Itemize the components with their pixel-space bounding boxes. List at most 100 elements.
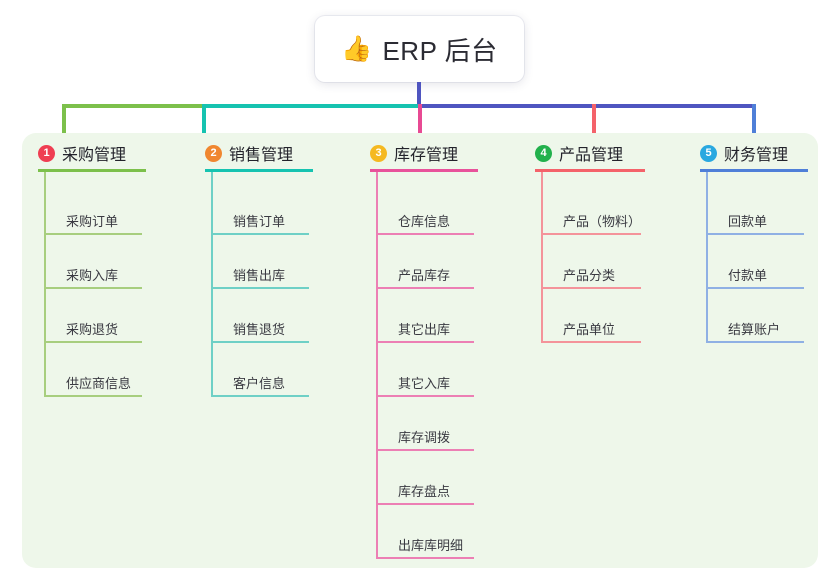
connector-drop-green <box>62 104 66 142</box>
leaf-node-underline <box>541 341 641 343</box>
root-node-content: 👍 ERP 后台 <box>341 31 497 68</box>
connector-bar-teal <box>202 104 418 108</box>
leaf-node[interactable]: 仓库信息 <box>376 189 474 235</box>
branch-underline-product <box>535 169 645 172</box>
leaf-node-label: 其它出库 <box>398 322 451 337</box>
branch-spine-finance <box>706 172 708 343</box>
branch-underline-finance <box>700 169 808 172</box>
leaf-node-label: 客户信息 <box>233 376 286 391</box>
branch-number-badge-finance: 5 <box>700 144 717 162</box>
leaf-node-label: 产品单位 <box>563 322 616 337</box>
connector-drop-teal <box>202 104 206 142</box>
leaf-node-label: 库存盘点 <box>398 484 451 499</box>
branch-title-finance: 财务管理 <box>724 147 789 164</box>
leaf-node-underline <box>376 449 474 451</box>
leaf-node-underline <box>376 503 474 505</box>
branch-column-inventory: 3 库存管理仓库信息产品库存其它出库其它入库库存调拨库存盘点出库库明细 <box>370 133 478 568</box>
branch-number-badge-product: 4 <box>535 144 552 162</box>
leaf-node-underline <box>376 395 474 397</box>
leaf-node[interactable]: 回款单 <box>706 189 804 235</box>
branch-title-inventory: 库存管理 <box>394 147 459 164</box>
leaf-node-underline <box>44 287 142 289</box>
leaf-node[interactable]: 其它出库 <box>376 297 474 343</box>
branch-spine-product <box>541 172 543 343</box>
branch-number-badge-sales: 2 <box>205 144 222 162</box>
leaf-node-label: 销售出库 <box>233 268 286 283</box>
root-node-card[interactable]: 👍 ERP 后台 <box>315 16 524 82</box>
leaf-node-underline <box>44 395 142 397</box>
connector-drop-blue <box>752 104 756 142</box>
leaf-node-underline <box>706 233 804 235</box>
branch-title-sales: 销售管理 <box>229 147 294 164</box>
leaf-node[interactable]: 产品分类 <box>541 243 641 289</box>
leaf-node-underline <box>376 557 474 559</box>
leaf-node-underline <box>541 287 641 289</box>
leaf-node[interactable]: 销售退货 <box>211 297 309 343</box>
branch-panel: 1 采购管理采购订单采购入库采购退货供应商信息 2 销售管理销售订单销售出库销售退货客… <box>22 133 818 568</box>
branch-number-badge-purchase: 1 <box>38 144 55 162</box>
branch-spine-sales <box>211 172 213 397</box>
leaf-node-label: 销售退货 <box>233 322 286 337</box>
branch-underline-inventory <box>370 169 478 172</box>
branch-spine-inventory <box>376 172 378 559</box>
leaf-node-underline <box>211 341 309 343</box>
leaf-node[interactable]: 供应商信息 <box>44 351 142 397</box>
branch-underline-purchase <box>38 169 146 172</box>
branch-column-finance: 5 财务管理回款单付款单结算账户 <box>700 133 808 568</box>
leaf-node-underline <box>376 341 474 343</box>
connector-drop-pink <box>418 104 422 142</box>
leaf-node-label: 采购订单 <box>66 214 119 229</box>
leaf-node[interactable]: 客户信息 <box>211 351 309 397</box>
leaf-node[interactable]: 其它入库 <box>376 351 474 397</box>
leaf-node-label: 产品库存 <box>398 268 451 283</box>
connector-bar-indigo <box>418 104 756 108</box>
branch-underline-sales <box>205 169 313 172</box>
branch-spine-purchase <box>44 172 46 397</box>
leaf-node-underline <box>376 233 474 235</box>
branch-number-badge-inventory: 3 <box>370 144 387 162</box>
leaf-node[interactable]: 付款单 <box>706 243 804 289</box>
branch-title-product: 产品管理 <box>559 147 624 164</box>
leaf-node-underline <box>706 287 804 289</box>
leaf-node[interactable]: 产品库存 <box>376 243 474 289</box>
leaf-node-label: 结算账户 <box>728 322 781 337</box>
leaf-node-underline <box>541 233 641 235</box>
leaf-node-underline <box>376 287 474 289</box>
leaf-node[interactable]: 库存盘点 <box>376 459 474 505</box>
leaf-node-label: 销售订单 <box>233 214 286 229</box>
leaf-node[interactable]: 采购订单 <box>44 189 142 235</box>
leaf-node-label: 出库库明细 <box>398 538 464 553</box>
leaf-node[interactable]: 结算账户 <box>706 297 804 343</box>
leaf-node-underline <box>211 395 309 397</box>
branch-header-product[interactable]: 4 产品管理 <box>535 141 623 165</box>
leaf-node[interactable]: 销售出库 <box>211 243 309 289</box>
leaf-node[interactable]: 产品单位 <box>541 297 641 343</box>
leaf-node-label: 采购退货 <box>66 322 119 337</box>
leaf-node-label: 产品（物料） <box>563 214 642 229</box>
branch-header-sales[interactable]: 2 销售管理 <box>205 141 293 165</box>
branch-header-inventory[interactable]: 3 库存管理 <box>370 141 458 165</box>
leaf-node[interactable]: 采购退货 <box>44 297 142 343</box>
leaf-node-label: 产品分类 <box>563 268 616 283</box>
leaf-node-label: 仓库信息 <box>398 214 451 229</box>
leaf-node[interactable]: 库存调拨 <box>376 405 474 451</box>
root-stem-connector <box>417 82 421 106</box>
connector-drop-red <box>592 104 596 142</box>
root-node-title: ERP 后台 <box>382 35 498 66</box>
leaf-node-label: 库存调拨 <box>398 430 451 445</box>
leaf-node-label: 采购入库 <box>66 268 119 283</box>
branch-column-purchase: 1 采购管理采购订单采购入库采购退货供应商信息 <box>38 133 146 568</box>
branch-title-purchase: 采购管理 <box>62 147 127 164</box>
leaf-node-underline <box>211 287 309 289</box>
leaf-node[interactable]: 采购入库 <box>44 243 142 289</box>
leaf-node-underline <box>706 341 804 343</box>
leaf-node-label: 回款单 <box>728 214 768 229</box>
branch-header-finance[interactable]: 5 财务管理 <box>700 141 788 165</box>
branch-column-sales: 2 销售管理销售订单销售出库销售退货客户信息 <box>205 133 313 568</box>
leaf-node[interactable]: 产品（物料） <box>541 189 641 235</box>
leaf-node[interactable]: 出库库明细 <box>376 513 474 559</box>
branch-header-purchase[interactable]: 1 采购管理 <box>38 141 126 165</box>
leaf-node[interactable]: 销售订单 <box>211 189 309 235</box>
leaf-node-underline <box>211 233 309 235</box>
